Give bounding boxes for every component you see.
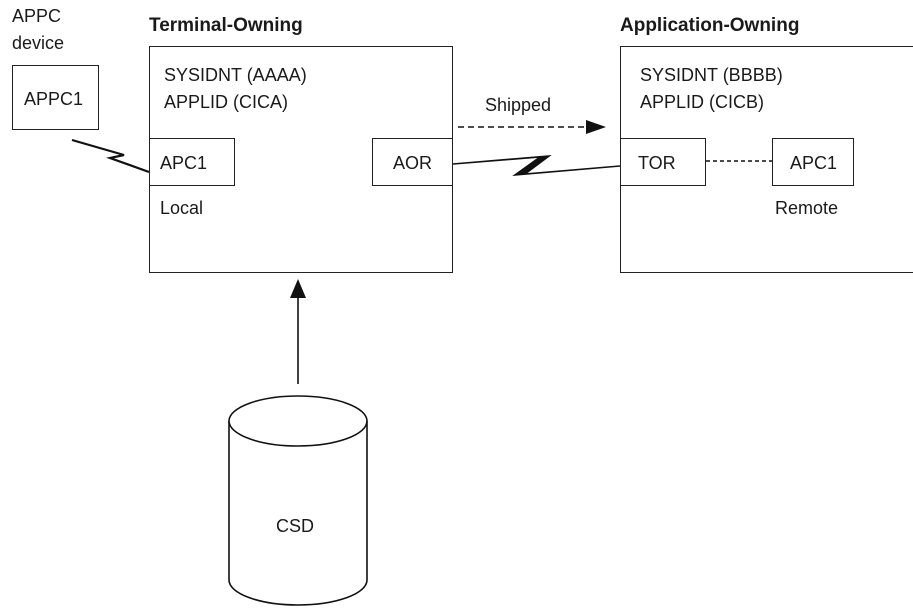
local-caption: Local xyxy=(160,198,204,218)
remote-caption: Remote xyxy=(775,198,839,218)
terminal-owning-sysidnt: SYSIDNT (AAAA) xyxy=(164,65,307,85)
remote-apc1-label: APC1 xyxy=(790,153,838,173)
appc-device-label-line2: device xyxy=(12,33,65,53)
csd-arrow-head xyxy=(290,279,306,298)
remote-apc1-box xyxy=(772,138,854,186)
application-owning-title: Application-Owning xyxy=(620,15,800,36)
shipped-label: Shipped xyxy=(485,95,552,115)
terminal-owning-title: Terminal-Owning xyxy=(149,15,303,36)
terminal-owning-applid: APPLID (CICA) xyxy=(164,92,289,112)
appc-device-box-label: APPC1 xyxy=(24,89,84,109)
shipped-arrow-head xyxy=(586,120,606,134)
tor-connection-box xyxy=(620,138,706,186)
aor-connection-label: AOR xyxy=(393,153,433,173)
application-owning-applid: APPLID (CICB) xyxy=(640,92,765,112)
application-owning-sysidnt: SYSIDNT (BBBB) xyxy=(640,65,783,85)
csd-label: CSD xyxy=(276,516,315,536)
tor-connection-label: TOR xyxy=(638,153,676,173)
aor-tor-link-bolt xyxy=(452,154,621,177)
csd-cylinder-icon xyxy=(228,395,368,606)
appc-device-box xyxy=(12,65,99,130)
local-apc1-box xyxy=(149,138,235,186)
appc-link-bolt xyxy=(71,138,150,174)
appc-device-label-line1: APPC xyxy=(12,6,62,26)
aor-connection-box xyxy=(372,138,453,186)
local-apc1-label: APC1 xyxy=(160,153,208,173)
